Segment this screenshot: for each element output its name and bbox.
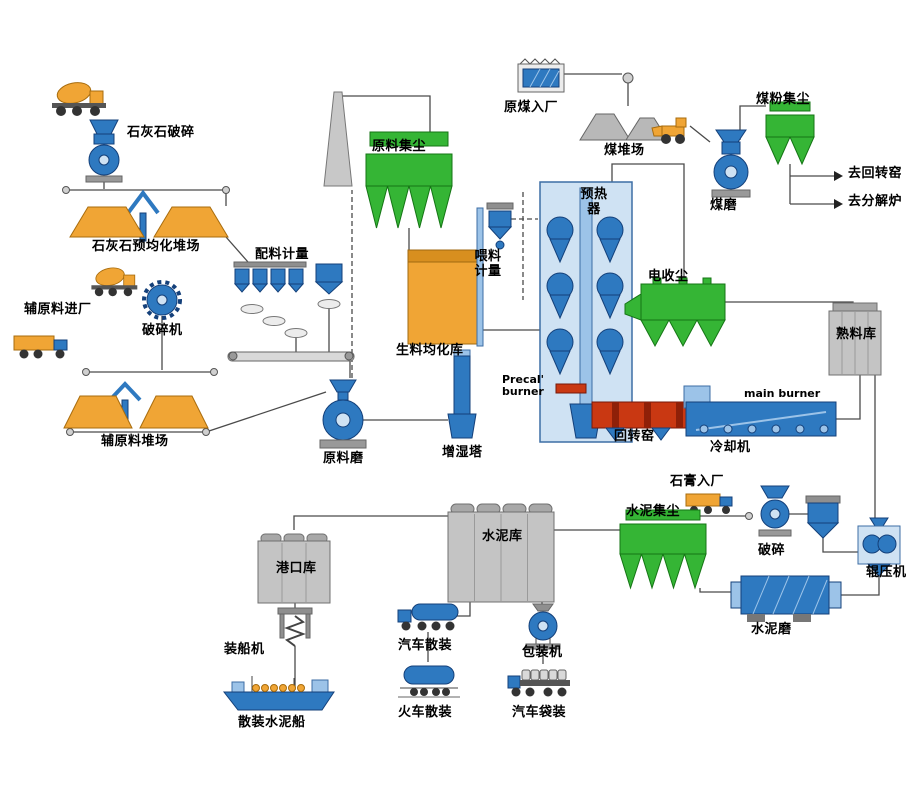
label-clinker-silo: 熟料库 [836,327,877,342]
label-humidifying-tower: 增湿塔 [442,445,483,460]
label-cement-mill: 水泥磨 [751,622,792,637]
label-crushing: 破碎 [758,543,786,558]
label-packing-machine: 包装机 [522,645,563,660]
label-train-bulk: 火车散装 [398,705,453,720]
ship-loader-machine [277,607,313,647]
label-port-silo: 港口库 [276,561,317,576]
raw-dust-collector [365,131,453,229]
label-cement-silo: 水泥库 [482,529,523,544]
esp-dust-collector [624,277,726,348]
label-raw-coal-inbound: 原煤入厂 [504,100,559,115]
surge-hopper [805,495,841,539]
limestone-crusher-machine [85,119,123,183]
cement-dust-collector [619,509,707,590]
label-preheater: 预热器 [580,187,608,217]
raw-meal-silo [407,249,479,345]
preheater-tower [539,181,633,443]
batching-bins [233,261,307,293]
precalciner-burner [555,383,587,394]
gypsum-crusher [758,485,792,537]
flow-arrowheads [834,171,843,209]
label-rotary-kiln: 回转窑 [614,429,655,444]
label-limestone-crushing: 石灰石破碎 [127,125,195,140]
label-to-rotary-kiln: 去回转窑 [848,166,903,181]
bagged-cement-truck [507,669,570,697]
label-feed-metering: 喂料计量 [474,249,502,279]
label-ship-loader: 装船机 [224,642,265,657]
label-coal-dust: 煤粉集尘 [756,92,811,107]
clinker-cooler [683,385,837,437]
coal-mill-machine [711,129,751,198]
label-main-burner: main burner [744,387,821,400]
label-limestone-preblending-yard: 石灰石预均化堆场 [92,239,201,254]
aux-mixer-truck [91,267,138,297]
connector-lines [66,73,880,690]
label-truck-bagged: 汽车袋装 [512,705,567,720]
rail-tank-wagon [398,665,460,698]
label-raw-mill: 原料磨 [323,451,364,466]
label-raw-meal-silo: 生料均化库 [396,343,464,358]
chimney [323,91,353,187]
label-precal-burner: Precal' burner [502,373,545,399]
roller-press-machine [857,517,901,577]
cement-silo-tank [447,503,555,603]
gypsum-truck [685,493,733,514]
cement-mill-machine [730,575,842,622]
wheel-loader [651,117,687,144]
label-truck-bulk: 汽车散装 [398,638,453,653]
label-cement-dust: 水泥集尘 [626,504,681,519]
label-crusher: 破碎机 [142,323,183,338]
label-to-calciner: 去分解炉 [848,194,903,209]
batching-feeders [240,304,308,338]
limestone-stockpile [69,189,229,242]
coal-intake-mill [517,58,565,93]
label-aux-material-yard: 辅原料堆场 [101,434,169,449]
label-bulk-cement-ship: 散装水泥船 [238,715,306,730]
label-cooler: 冷却机 [710,440,751,455]
rotary-kiln-machine [591,401,697,441]
label-coal-yard: 煤堆场 [604,143,645,158]
bucket-elevator [476,207,484,347]
label-roller-press: 辊压机 [866,565,907,580]
feed-metering-bin [486,202,514,250]
limestone-mixer-truck [52,82,106,116]
weigh-hopper [314,263,344,309]
coal-dust-collector [765,101,815,166]
label-gypsum-inbound: 石膏入厂 [670,474,725,489]
main-belt-conveyor [227,351,355,362]
label-batching-metering: 配料计量 [255,247,310,262]
label-raw-material-dust: 原料集尘 [372,139,427,154]
label-coal-mill: 煤磨 [710,198,738,213]
clinker-silo-tank [828,302,882,376]
packing-machine-unit [525,603,561,650]
label-esp-dust: 电收尘 [648,269,689,284]
aux-crusher-machine [142,280,182,320]
bulk-cement-ship [222,676,335,711]
port-silo-tank [257,533,331,604]
humidifying-tower [447,349,477,439]
aux-stockpile [63,381,209,429]
raw-mill-machine [319,379,367,449]
aux-dump-truck [13,335,68,359]
bulk-tanker-truck [397,603,459,631]
label-aux-material-inbound: 辅原料进厂 [24,302,92,317]
